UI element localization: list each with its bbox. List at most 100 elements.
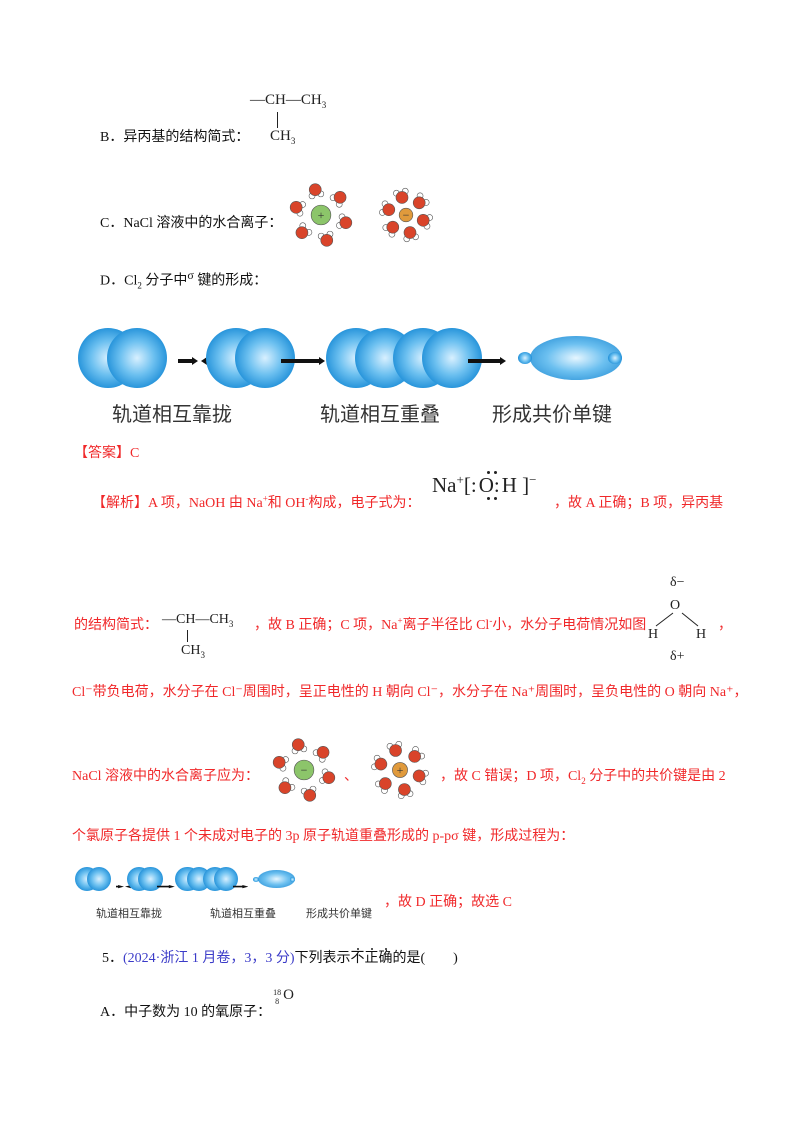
oxygen-label: O: [670, 598, 680, 613]
text: 离子半径比 Cl: [402, 618, 490, 633]
small-lobe: [518, 352, 532, 364]
text: 分子中: [141, 273, 188, 289]
mass-number: 18: [273, 988, 282, 997]
arrow-right-icon: [281, 354, 325, 365]
delta-minus: δ−: [670, 575, 685, 590]
small-lobe: [608, 352, 622, 364]
hydrated-chloride-figure: −: [272, 738, 336, 802]
oxygen-atom: [416, 214, 430, 227]
arrow-right-icon: [115, 878, 124, 889]
arrow-right-icon: [468, 354, 506, 365]
naoh-electron-formula-group: Na+[:O:H ]−: [432, 466, 552, 506]
na: Na: [432, 473, 457, 497]
delta-plus: δ+: [670, 649, 685, 664]
analysis-line-1-end: ，故 A 正确；B 项，异丙基: [554, 496, 724, 511]
text: 的是( ): [392, 951, 458, 966]
ion-charge-sign: −: [301, 763, 308, 777]
text: 小，水分子电荷情况如图: [492, 618, 647, 633]
oxygen-atom: [320, 234, 334, 247]
arrow-right-icon: [232, 878, 249, 889]
oxygen-atom: [316, 746, 330, 759]
oh-bond: [681, 612, 699, 627]
electron-dot: [487, 471, 490, 474]
emphasized-text: 不正确: [350, 951, 393, 966]
oxygen-atom: [379, 777, 392, 790]
bracket: [: [463, 473, 471, 497]
isopropyl-structure: —CH—CH3: [250, 92, 326, 110]
question-number: 5．: [102, 951, 123, 966]
orbital-label-overlap: 轨道相互重叠: [320, 402, 440, 426]
atomic-number: 8: [275, 997, 280, 1006]
text: ，故 C 错误；D 项，Cl: [440, 769, 582, 784]
small-lobe: [289, 876, 296, 882]
text: 构成，电子式为：: [308, 496, 421, 511]
subscript: 3: [290, 136, 296, 146]
electron-dot: [487, 497, 490, 500]
text: 【解析】A 项，NaOH 由 Na: [92, 496, 263, 511]
subscript: 2: [581, 775, 586, 786]
oxygen-atom: [389, 744, 402, 757]
oxygen-atom: [412, 769, 426, 783]
oxygen-atom: [322, 771, 336, 784]
question-5: 5．(2024·浙江 1 月卷，3，3 分)下列表示不正确的是( ): [102, 947, 458, 967]
oxygen: O: [478, 473, 494, 497]
oh-bond: [655, 612, 674, 627]
atom-orbital-left: [106, 328, 167, 388]
isopropyl-bottom-small: CH3: [181, 643, 205, 660]
naoh-electron-formula: Na+[:O:H ]−: [432, 472, 536, 498]
oxygen-atom: [303, 789, 317, 802]
question-source: (2024·浙江 1 月卷，3，3 分): [123, 951, 295, 966]
analysis-line-2-start: 的结构简式：: [74, 618, 158, 633]
text: 和 OH: [267, 496, 306, 511]
answer-bracket: 【答案】: [74, 446, 130, 461]
analysis-line-2-end: ，: [718, 618, 732, 633]
ion: [398, 207, 414, 223]
electron-dot: [494, 471, 497, 474]
analysis-line-4-start: NaCl 溶液中的水合离子应为：: [72, 769, 260, 784]
electron-dot: [494, 497, 497, 500]
arrow-right-icon: [178, 354, 198, 365]
text: D．Cl: [100, 273, 138, 289]
sup: +: [262, 493, 268, 504]
hydrogen-label: H: [648, 627, 658, 642]
hydrogen: H: [501, 473, 517, 497]
text: 键的形成：: [193, 273, 268, 289]
answer-line: 【答案】C: [74, 442, 139, 462]
analysis-line-5: 个氯原子各提供 1 个未成对电子的 3p 原子轨道重叠形成的 p-pσ 键，形成…: [72, 829, 575, 844]
analysis-line-1: 【解析】A 项，NaOH 由 Na+和 OH-构成，电子式为：: [92, 492, 421, 512]
ion: [293, 759, 315, 781]
oxygen-atom: [333, 191, 347, 204]
sup: +: [397, 615, 403, 626]
hydrated-anion-figure: −: [379, 187, 433, 243]
bond-line: [277, 112, 278, 128]
q5-option-a-label: A．中子数为 10 的氧原子：: [100, 1005, 272, 1020]
hydrogen-label: H: [696, 627, 706, 642]
emphasis-dot: [384, 948, 387, 950]
separator: 、: [344, 769, 358, 784]
oxygen-atom: [295, 226, 309, 239]
subscript: 3: [321, 100, 327, 110]
ion-charge-sign: −: [403, 208, 410, 222]
text: 分子中的共价键是由 2: [585, 769, 726, 784]
subscript: 3: [228, 618, 234, 629]
text: 下列表示: [294, 951, 351, 966]
hydrated-sodium-figure: +: [371, 740, 429, 800]
emphasis-dot: [356, 948, 359, 950]
orbital-label-approach-small: 轨道相互靠拢: [96, 907, 162, 920]
oxygen-atom: [412, 196, 426, 210]
orbital-label-bond: 形成共价单键: [492, 402, 612, 426]
oxygen-atom: [382, 203, 396, 216]
small-lobe: [253, 876, 259, 882]
overlap-orbital-b: [421, 328, 482, 388]
sup: +: [456, 472, 464, 487]
ion: [392, 762, 408, 778]
option-d-label: D．Cl2 分子中σ 键的形成：: [100, 268, 267, 290]
arrow-right-icon: [157, 878, 176, 889]
sigma-symbol: σ: [187, 268, 194, 282]
electron-pair: :: [470, 473, 479, 497]
subscript: 3: [200, 649, 205, 660]
isotope-symbol: O: [283, 987, 294, 1003]
sup: -: [305, 493, 309, 504]
ion: [310, 204, 332, 226]
